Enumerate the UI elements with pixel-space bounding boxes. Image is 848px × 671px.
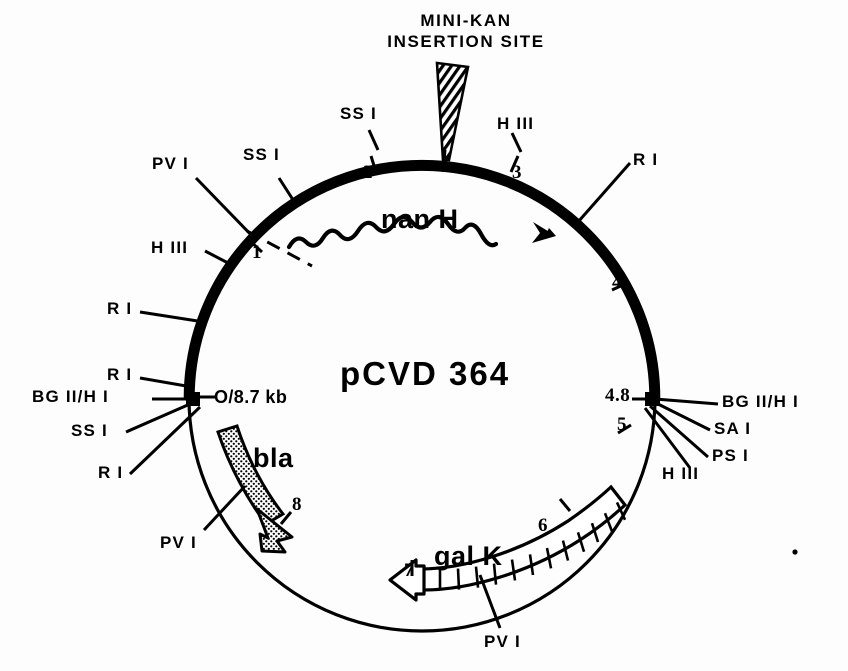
site-label-h3-left-text: H III bbox=[151, 238, 189, 257]
site-label-r1-left-upper: R I bbox=[107, 299, 133, 318]
coordinate-ticks bbox=[247, 155, 648, 576]
site-label-ss1-left-lower: SS I bbox=[71, 421, 108, 440]
site-label-ss1-upper-left: SS I bbox=[243, 145, 280, 164]
galk-arrowhead bbox=[388, 558, 426, 602]
plasmid-backbone-thick bbox=[183, 159, 661, 399]
plasmid-name-label: pCVD 364 bbox=[340, 355, 511, 392]
site-label-h3-top-right: H III bbox=[497, 114, 535, 133]
site-label-pv1-upper-left: PV I bbox=[152, 154, 189, 173]
coordinate-8: 8 bbox=[292, 494, 302, 515]
site-label-h3-right-lower: H III bbox=[662, 464, 700, 483]
nanh-transcript-wave bbox=[286, 214, 499, 250]
mini-kan-insertion-wedge bbox=[435, 61, 470, 162]
bla-arrowhead bbox=[255, 507, 294, 554]
site-label-pv1-galk: PV I bbox=[484, 632, 521, 651]
scan-artifact-dot bbox=[792, 549, 798, 555]
mini-kan-title-line1: MINI-KAN bbox=[420, 11, 512, 30]
coordinate-6: 6 bbox=[538, 515, 548, 536]
nanh-start-dashed-line bbox=[246, 229, 313, 268]
site-label-bg2-h1-left: BG II/H I bbox=[32, 387, 109, 406]
site-label-r1-right: R I bbox=[633, 150, 659, 169]
site-label-h3-left: H III bbox=[151, 239, 188, 257]
nanh-arrowhead-solid bbox=[532, 222, 556, 243]
gene-label-galk: gal K bbox=[434, 541, 503, 571]
site-label-bg2-h1-right: BG II/H I bbox=[722, 392, 799, 411]
restriction-site-leader-lines bbox=[125, 129, 719, 629]
site-label-r1-left-bottom: R I bbox=[98, 463, 124, 482]
origin-size-label: O/8.7 kb bbox=[214, 387, 288, 407]
coordinate-1: 1 bbox=[252, 242, 262, 263]
site-block-4-8 bbox=[645, 392, 660, 406]
coordinate-4: 4 bbox=[612, 272, 622, 293]
site-label-ps1-right: PS I bbox=[712, 446, 749, 465]
coordinate-3: 3 bbox=[512, 162, 522, 183]
mini-kan-insertion-title: MINI-KAN INSERTION SITE bbox=[386, 10, 546, 53]
mini-kan-title-line2: INSERTION SITE bbox=[387, 32, 545, 52]
coordinate-2: 2 bbox=[363, 162, 373, 183]
coordinate-4-8: 4.8 bbox=[605, 385, 631, 406]
galk-ladder-rungs bbox=[438, 501, 627, 590]
site-label-sa1-right: SA I bbox=[714, 419, 752, 438]
bla-gene-body bbox=[216, 424, 286, 526]
gene-label-bla: bla bbox=[253, 443, 294, 473]
site-label-ss1-top: SS I bbox=[340, 104, 377, 123]
coordinate-5: 5 bbox=[617, 414, 627, 435]
galk-gene-body bbox=[418, 484, 628, 592]
site-label-r1-left-lower: R I bbox=[107, 365, 133, 384]
site-label-pv1-bla: PV I bbox=[160, 533, 197, 552]
gene-label-nanh: nan H bbox=[381, 204, 459, 234]
mini-kan-pointer bbox=[441, 149, 447, 173]
coordinate-7: 7 bbox=[404, 560, 414, 581]
